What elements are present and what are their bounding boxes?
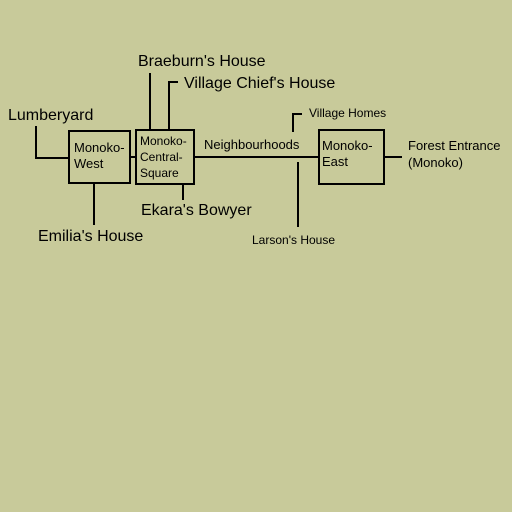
label-braeburns-house[interactable]: Braeburn's House bbox=[138, 53, 266, 70]
label-neighbourhoods[interactable]: Neighbourhoods bbox=[204, 137, 300, 152]
label-forest-entrance-line-2: (Monoko) bbox=[408, 155, 463, 170]
monoko-central-square-label-line-1: Monoko- bbox=[140, 134, 187, 148]
connector-village-homes bbox=[292, 113, 302, 132]
monoko-central-square-label: Monoko- Central- Square bbox=[140, 134, 190, 180]
monoko-east-label: Monoko- East bbox=[322, 138, 376, 169]
label-forest-entrance-line-1: Forest Entrance bbox=[408, 138, 501, 153]
monoko-east-label-line-2: East bbox=[322, 154, 348, 169]
monoko-west-box[interactable] bbox=[68, 130, 131, 184]
monoko-central-square-label-line-2: Central- bbox=[140, 150, 183, 164]
label-larsons-house[interactable]: Larson's House bbox=[252, 233, 335, 247]
label-emilias-house[interactable]: Emilia's House bbox=[38, 228, 143, 245]
label-ekaras-bowyer[interactable]: Ekara's Bowyer bbox=[141, 202, 252, 219]
label-forest-entrance[interactable]: Forest Entrance (Monoko) bbox=[408, 138, 504, 170]
map-connectors bbox=[35, 73, 402, 227]
label-lumberyard[interactable]: Lumberyard bbox=[8, 107, 93, 124]
monoko-west-label: Monoko- West bbox=[74, 140, 128, 171]
monoko-central-square-label-line-3: Square bbox=[140, 166, 179, 180]
monoko-west-label-line-2: West bbox=[74, 156, 104, 171]
connector-village-chiefs-house bbox=[168, 81, 178, 130]
monoko-central-square-box[interactable] bbox=[135, 129, 195, 185]
label-village-homes[interactable]: Village Homes bbox=[309, 106, 386, 120]
monoko-west-label-line-1: Monoko- bbox=[74, 140, 125, 155]
connector-lumberyard bbox=[35, 126, 69, 159]
label-village-chiefs-house[interactable]: Village Chief's House bbox=[184, 75, 335, 92]
monoko-east-box[interactable] bbox=[318, 129, 385, 185]
monoko-east-label-line-1: Monoko- bbox=[322, 138, 373, 153]
